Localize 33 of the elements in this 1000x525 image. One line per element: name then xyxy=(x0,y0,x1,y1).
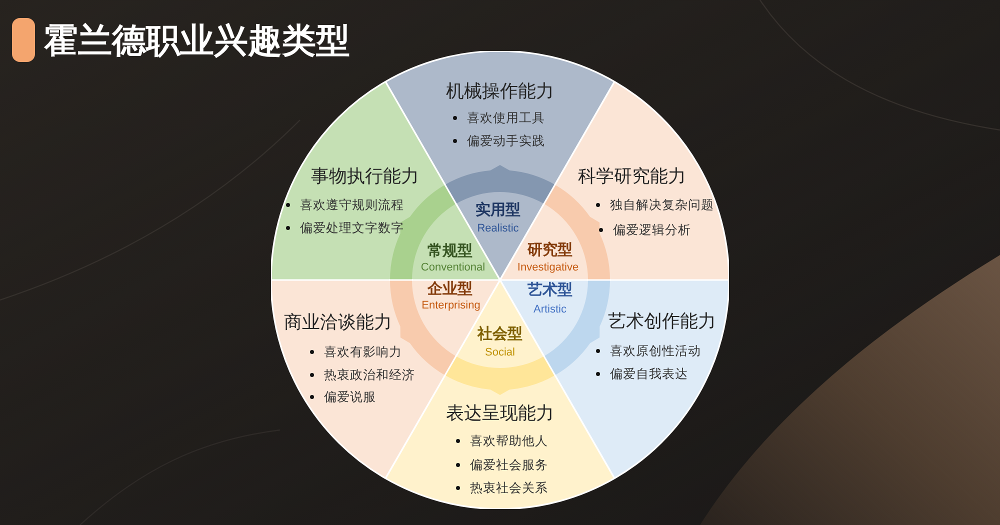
bullet-text: 偏爱动手实践 xyxy=(467,134,545,148)
type-label-english: Social xyxy=(485,348,515,358)
bullet-text: 偏爱逻辑分析 xyxy=(613,224,691,236)
type-label-english: Investigative xyxy=(517,262,579,274)
type-label-english: Realistic xyxy=(477,224,519,234)
type-label: 社会型 xyxy=(478,326,522,342)
bullet-text: 喜欢帮助他人 xyxy=(470,434,548,448)
sector-title: 艺术创作能力 xyxy=(608,313,716,331)
bullet-text: 喜欢原创性活动 xyxy=(610,344,701,358)
type-label-english: Conventional xyxy=(420,262,486,274)
type-label-english: Enterprising xyxy=(422,300,480,312)
page-title: 霍兰德职业兴趣类型 xyxy=(44,24,350,58)
type-label: 研究型 xyxy=(528,242,572,258)
sector-title: 商业洽谈能力 xyxy=(284,314,392,332)
type-label-english: Artistic xyxy=(534,304,566,316)
bullet-text: 独自解决复杂问题 xyxy=(610,198,714,212)
type-label: 常规型 xyxy=(428,244,472,258)
bullet-text: 偏爱处理文字数字 xyxy=(300,222,404,234)
sector-title: 事物执行能力 xyxy=(311,168,419,186)
type-label: 实用型 xyxy=(476,202,520,218)
bullet-text: 偏爱自我表达 xyxy=(610,368,688,380)
bullet-text: 喜欢使用工具 xyxy=(467,112,545,124)
bullet-text: 喜欢有影响力 xyxy=(324,346,402,358)
sector-title: 表达呈现能力 xyxy=(446,405,554,423)
sector-title: 科学研究能力 xyxy=(578,168,686,186)
bullet-text: 热衷社会关系 xyxy=(470,482,548,494)
bullet-text: 热衷政治和经济 xyxy=(324,368,415,382)
bullet-text: 喜欢遵守规则流程 xyxy=(300,198,404,212)
type-label: 企业型 xyxy=(428,282,472,296)
type-label: 艺术型 xyxy=(528,282,572,298)
sector-title: 机械操作能力 xyxy=(446,83,554,101)
bullet-text: 偏爱社会服务 xyxy=(470,458,548,472)
bullet-text: 偏爱说服 xyxy=(324,390,376,404)
